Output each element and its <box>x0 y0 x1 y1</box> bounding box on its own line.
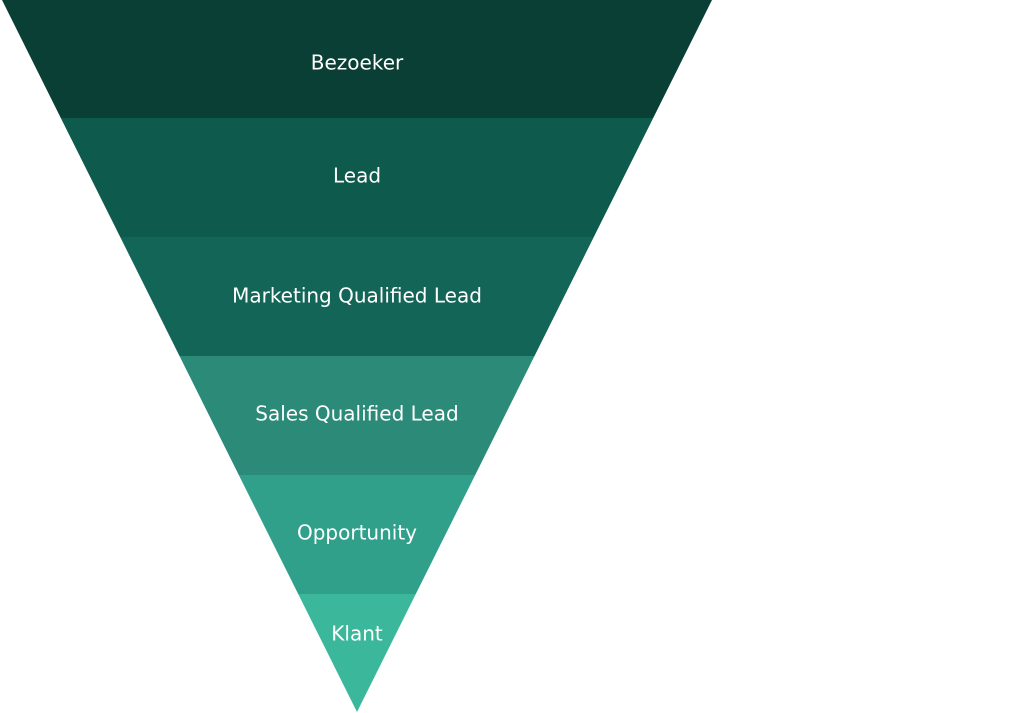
funnel-stage-label: Opportunity <box>297 521 417 545</box>
funnel-stage-label: Klant <box>331 622 383 646</box>
funnel-stage-band <box>238 475 476 594</box>
funnel-stage-label: Sales Qualified Lead <box>255 402 458 426</box>
funnel-stage-band <box>120 237 594 356</box>
funnel-stage-band <box>2 0 712 118</box>
funnel-stage-band <box>179 356 535 475</box>
funnel-stage-band <box>298 594 416 712</box>
funnel-stage-label: Lead <box>333 164 381 188</box>
funnel-stage-label: Marketing Qualified Lead <box>232 284 482 308</box>
funnel-stage-band <box>60 118 654 237</box>
funnel-stage-label: Bezoeker <box>311 51 404 75</box>
